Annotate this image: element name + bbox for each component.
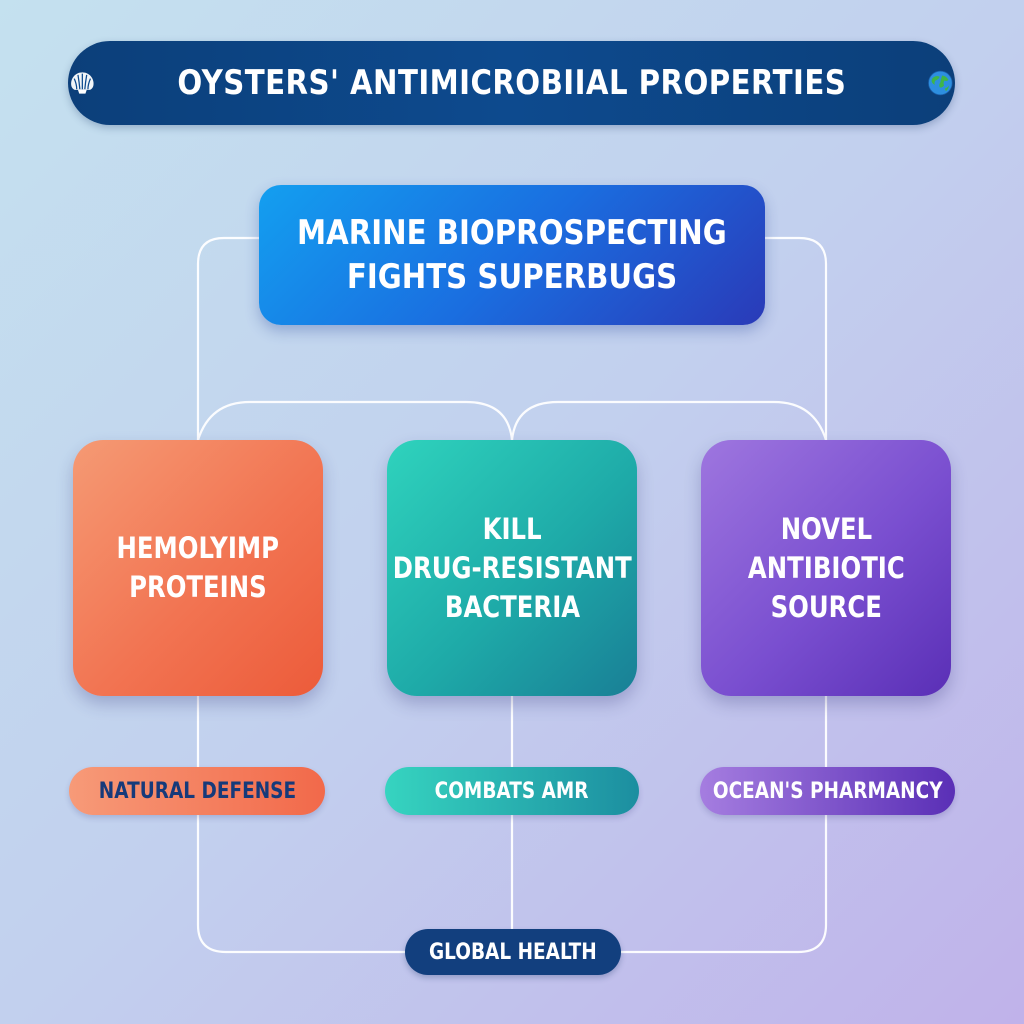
tag-2-label: COMBATS AMR (435, 778, 589, 804)
footer-label: GLOBAL HEALTH (429, 939, 597, 965)
connector-down-right (619, 813, 828, 954)
central-line-2: FIGHTS SUPERBUGS (346, 257, 678, 297)
card-novel-antibiotic: NOVEL ANTIBIOTIC SOURCE (701, 440, 951, 696)
central-topic-box: MARINE BIOPROSPECTING FIGHTS SUPERBUGS (259, 185, 765, 325)
central-line-1: MARINE BIOPROSPECTING (297, 213, 727, 253)
connector-arch-left (196, 400, 514, 442)
card-2-line-1: KILL (482, 511, 542, 546)
card-3-line-1: NOVEL (780, 511, 872, 546)
tag-3-label: OCEAN'S PHARMANCY (712, 778, 943, 804)
card-3-line-2: ANTIBIOTIC (747, 550, 905, 585)
tag-1-label: NATURAL DEFENSE (98, 778, 296, 804)
title-banner: OYSTERS' ANTIMICROBIIAL PROPERTIES (68, 41, 955, 125)
card-3-line-3: SOURCE (770, 589, 882, 624)
tag-oceans-pharmacy: OCEAN'S PHARMANCY (700, 767, 955, 815)
connector-arch-right (510, 400, 828, 442)
card-hemolymph-proteins: HEMOLYIMP PROTEINS (73, 440, 323, 696)
page-title: OYSTERS' ANTIMICROBIIAL PROPERTIES (177, 63, 846, 103)
tag-natural-defense: NATURAL DEFENSE (69, 767, 325, 815)
card-1-line-2: PROTEINS (129, 570, 267, 604)
connector-down-left (196, 813, 407, 954)
globe-icon (928, 70, 953, 96)
connector-right-outer (763, 236, 828, 442)
card-2-line-2: DRUG-RESISTANT (392, 550, 632, 585)
footer-global-health: GLOBAL HEALTH (405, 929, 621, 975)
shell-icon (71, 72, 94, 94)
tag-combats-amr: COMBATS AMR (385, 767, 639, 815)
card-1-line-1: HEMOLYIMP (116, 531, 280, 565)
card-2-line-3: BACTERIA (444, 589, 580, 624)
card-kill-bacteria: KILL DRUG-RESISTANT BACTERIA (387, 440, 637, 696)
connector-left-outer (196, 236, 261, 442)
